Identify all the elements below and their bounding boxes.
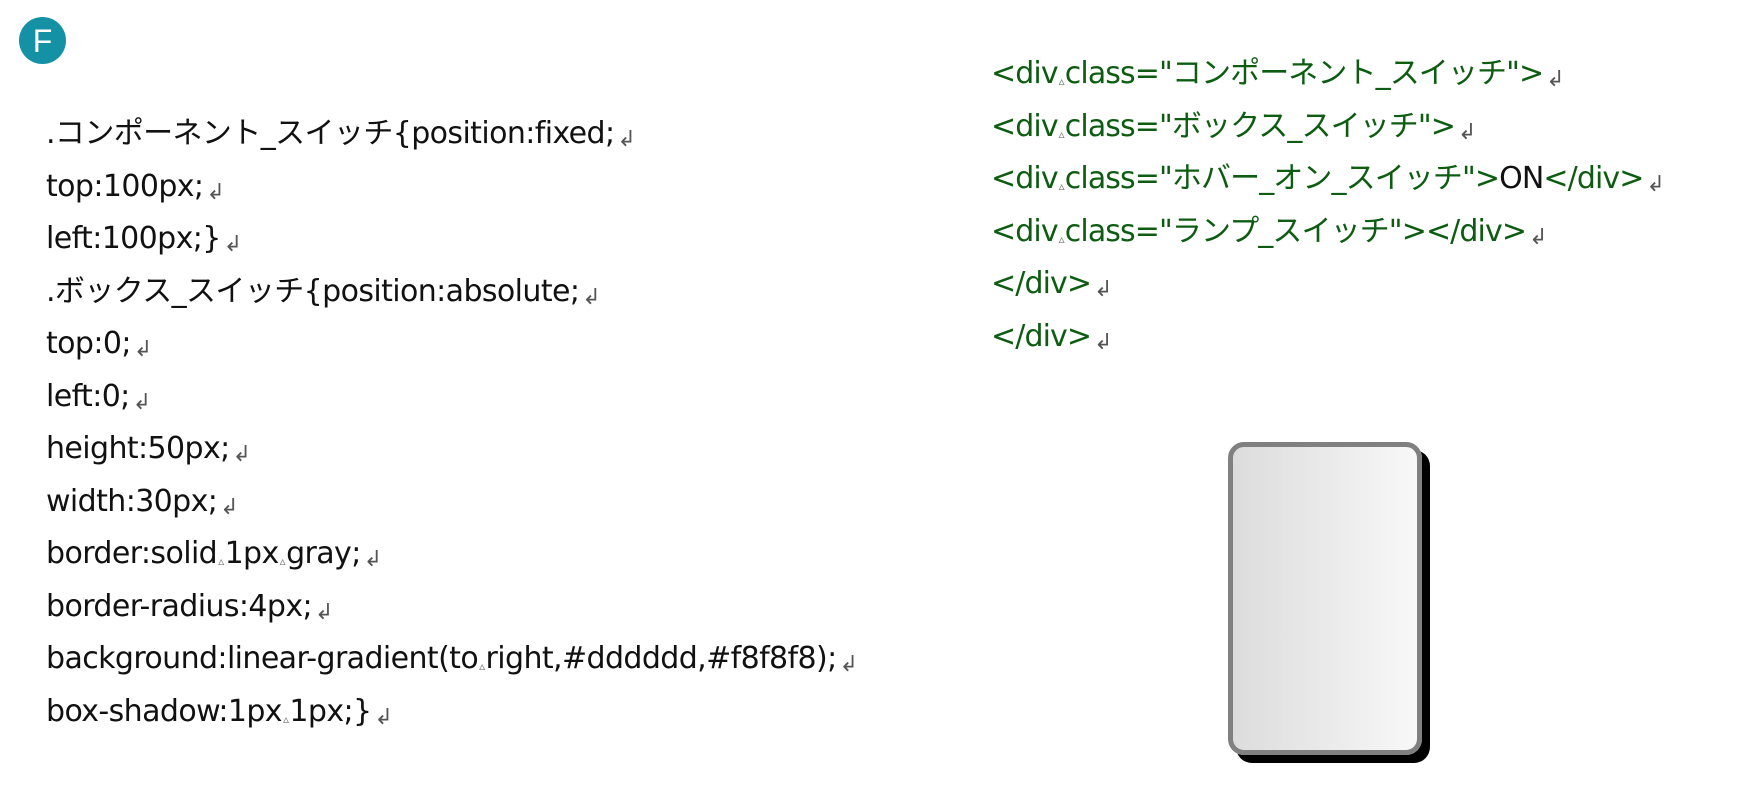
code-text: right,#dddddd,#f8f8f8); bbox=[485, 641, 838, 676]
code-text: border-radius:4px; bbox=[46, 588, 313, 624]
css-code-line: background:linear-gradient(to▵right,#ddd… bbox=[46, 633, 926, 686]
newline-marker-icon: ↲ bbox=[133, 337, 152, 362]
css-code-line: width:30px;↲ bbox=[46, 476, 926, 529]
code-text: top:0; bbox=[46, 326, 131, 361]
newline-marker-icon: ↲ bbox=[363, 547, 382, 572]
space-marker-icon: ▵ bbox=[1058, 179, 1065, 193]
html-code-line: <div▵class="ボックス_スイッチ">↲ bbox=[991, 101, 1736, 154]
space-marker-icon: ▵ bbox=[1058, 74, 1065, 88]
code-text: class="コンポーネント_スイッチ"> bbox=[1064, 56, 1544, 91]
css-code-line: box-shadow:1px▵1px;}↲ bbox=[46, 686, 926, 739]
code-text: left:0; bbox=[46, 378, 130, 414]
code-text: height:50px; bbox=[46, 431, 230, 466]
newline-marker-icon: ↲ bbox=[1646, 172, 1665, 197]
code-text: <div bbox=[991, 56, 1059, 91]
code-text: <div bbox=[991, 108, 1059, 144]
code-text: background:linear-gradient(to bbox=[46, 641, 479, 676]
newline-marker-icon: ↲ bbox=[314, 599, 333, 625]
newline-marker-icon: ↲ bbox=[232, 442, 251, 467]
css-code-line: border:solid▵1px▵gray;↲ bbox=[46, 528, 926, 581]
code-text: 1px bbox=[224, 536, 280, 571]
code-text: ON bbox=[1499, 161, 1544, 196]
code-text: border:solid bbox=[46, 536, 218, 571]
code-text: left:100px;} bbox=[46, 221, 221, 256]
css-code-line: top:0;↲ bbox=[46, 318, 926, 371]
newline-marker-icon: ↲ bbox=[132, 389, 151, 415]
section-badge: F bbox=[19, 17, 66, 64]
css-code-line: border-radius:4px;↲ bbox=[46, 581, 926, 634]
space-marker-icon: ▵ bbox=[1058, 231, 1065, 246]
css-code-line: top:100px;↲ bbox=[46, 161, 926, 214]
code-text: </div> bbox=[991, 318, 1092, 354]
space-marker-icon: ▵ bbox=[479, 659, 485, 673]
html-code-line: <div▵class="コンポーネント_スイッチ">↲ bbox=[991, 48, 1736, 101]
html-code-line: <div▵class="ランプ_スイッチ"></div>↲ bbox=[991, 206, 1736, 259]
newline-marker-icon: ↲ bbox=[374, 704, 393, 730]
code-text: .ボックス_スイッチ{position:absolute; bbox=[46, 273, 580, 309]
space-marker-icon: ▵ bbox=[279, 554, 286, 568]
newline-marker-icon: ↲ bbox=[582, 284, 601, 310]
badge-letter: F bbox=[32, 22, 53, 59]
css-code-line: .コンポーネント_スイッチ{position:fixed;↲ bbox=[46, 108, 926, 161]
code-text: width:30px; bbox=[46, 483, 218, 519]
switch-box-preview bbox=[1228, 442, 1422, 755]
code-text: </div> bbox=[991, 266, 1092, 301]
code-text: .コンポーネント_スイッチ{position:fixed; bbox=[46, 116, 615, 151]
newline-marker-icon: ↲ bbox=[1094, 277, 1112, 302]
html-code-line: <div▵class="ホバー_オン_スイッチ">ON</div>↲ bbox=[991, 153, 1736, 206]
code-text: box-shadow:1px bbox=[46, 693, 283, 729]
newline-marker-icon: ↲ bbox=[617, 127, 636, 152]
code-text: top:100px; bbox=[46, 168, 204, 204]
css-code-line: left:0;↲ bbox=[46, 371, 926, 424]
space-marker-icon: ▵ bbox=[282, 711, 289, 726]
newline-marker-icon: ↲ bbox=[206, 179, 225, 205]
newline-marker-icon: ↲ bbox=[220, 494, 239, 520]
html-code-line: </div>↲ bbox=[991, 311, 1736, 364]
css-code-block: .コンポーネント_スイッチ{position:fixed;↲top:100px;… bbox=[46, 108, 926, 738]
space-marker-icon: ▵ bbox=[218, 554, 224, 568]
newline-marker-icon: ↲ bbox=[1094, 329, 1112, 355]
newline-marker-icon: ↲ bbox=[1458, 119, 1476, 145]
code-text: 1px;} bbox=[289, 693, 372, 729]
code-text: class="ランプ_スイッチ"></div> bbox=[1064, 213, 1527, 249]
html-code-line: </div>↲ bbox=[991, 258, 1736, 311]
css-code-line: left:100px;}↲ bbox=[46, 213, 926, 266]
newline-marker-icon: ↲ bbox=[839, 652, 858, 677]
code-text: gray; bbox=[286, 536, 361, 571]
space-marker-icon: ▵ bbox=[1058, 126, 1065, 141]
css-code-line: .ボックス_スイッチ{position:absolute;↲ bbox=[46, 266, 926, 319]
newline-marker-icon: ↲ bbox=[223, 232, 242, 257]
newline-marker-icon: ↲ bbox=[1529, 224, 1547, 250]
code-text: <div bbox=[991, 213, 1059, 249]
code-text: </div> bbox=[1543, 161, 1644, 196]
code-text: class="ホバー_オン_スイッチ"> bbox=[1064, 161, 1500, 196]
newline-marker-icon: ↲ bbox=[1546, 67, 1564, 92]
code-text: <div bbox=[991, 161, 1059, 196]
html-code-block: <div▵class="コンポーネント_スイッチ">↲<div▵class="ボ… bbox=[991, 48, 1736, 363]
css-code-line: height:50px;↲ bbox=[46, 423, 926, 476]
code-text: class="ボックス_スイッチ"> bbox=[1064, 108, 1456, 144]
